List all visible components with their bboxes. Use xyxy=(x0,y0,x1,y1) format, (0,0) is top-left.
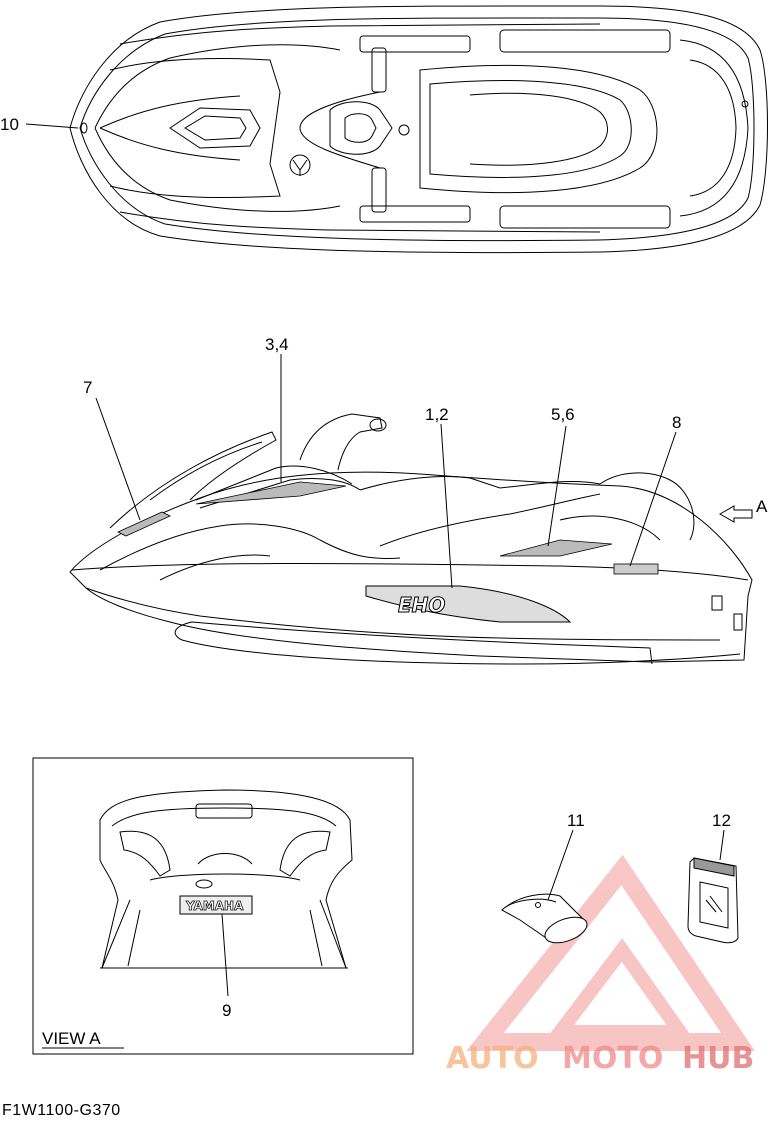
part-11-drawing xyxy=(501,893,588,944)
callout-10: 10 xyxy=(0,115,19,134)
leader-line-7 xyxy=(95,397,141,521)
callout-12: 12 xyxy=(712,811,731,830)
view-a-box xyxy=(32,757,414,1055)
hood-decal xyxy=(195,481,347,505)
view-arrow-icon xyxy=(718,505,753,523)
watermark-part-2: MOTO xyxy=(562,1041,663,1076)
leader-line-9 xyxy=(221,913,229,997)
watermark-logo xyxy=(466,854,755,1051)
yamaha-badge xyxy=(179,895,253,915)
leader-line-11 xyxy=(547,829,574,901)
nose-decal xyxy=(117,511,171,537)
callout-9: 9 xyxy=(222,1001,231,1020)
side-view-decals: EHO xyxy=(117,481,659,623)
view-a-drawing xyxy=(99,789,353,969)
leader-line-1-2 xyxy=(440,423,453,589)
yamaha-badge-text: YAMAHA xyxy=(185,899,244,913)
callout-11: 11 xyxy=(567,811,585,830)
rear-side-decal xyxy=(499,539,613,557)
leader-line-5-6 xyxy=(547,425,567,547)
callout-8: 8 xyxy=(672,413,681,432)
top-view-drawing xyxy=(69,5,768,254)
view-arrow-label: A xyxy=(756,497,768,516)
callout-7: 7 xyxy=(83,378,92,397)
leader-line-12 xyxy=(719,829,725,861)
diagram-code: F1W1100-G370 xyxy=(2,1102,121,1119)
leader-line-8 xyxy=(629,431,677,567)
callout-5-6: 5,6 xyxy=(551,405,575,424)
watermark-text: AUTO MOTO HUB xyxy=(446,1041,754,1076)
watermark-part-3: HUB xyxy=(682,1041,754,1076)
vxr-badge xyxy=(613,563,659,575)
side-view-drawing xyxy=(69,413,753,665)
view-a-title: VIEW A xyxy=(42,1029,101,1048)
callout-1-2: 1,2 xyxy=(425,405,449,424)
watermark-part-1: AUTO xyxy=(446,1041,539,1076)
part-12-drawing xyxy=(687,857,739,944)
side-decal-graphic xyxy=(365,585,572,623)
side-decal-text: EHO xyxy=(398,593,445,617)
callout-3-4: 3,4 xyxy=(265,335,289,354)
leader-line-10 xyxy=(25,123,79,129)
